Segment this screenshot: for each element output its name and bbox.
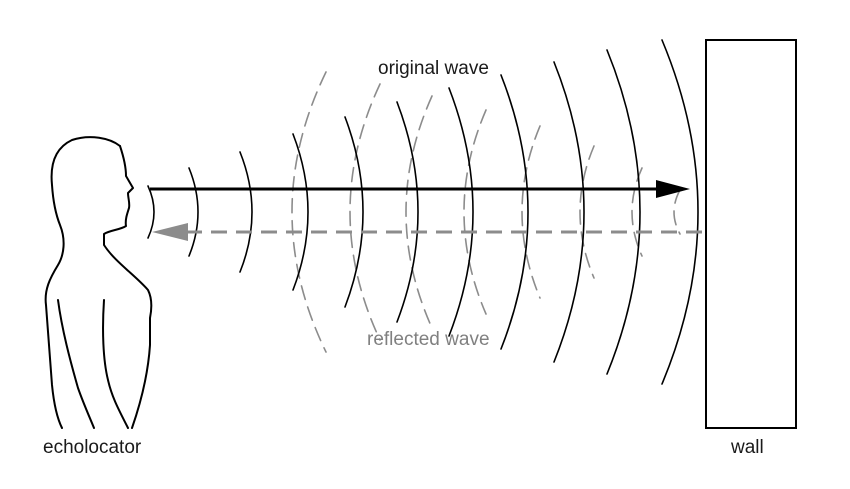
reflected-wavefront-4 xyxy=(521,125,541,299)
original-wavefront-4 xyxy=(292,133,309,291)
original-wavefront-3 xyxy=(239,151,253,273)
reflected-wavefront-1 xyxy=(673,189,681,235)
reflected-arrow xyxy=(152,223,702,241)
original-wave-label: original wave xyxy=(378,58,489,79)
reflected-wavefront-8 xyxy=(291,71,327,353)
original-wavefront-7 xyxy=(448,87,474,337)
original-arrow xyxy=(150,180,690,198)
reflected-wave-label: reflected wave xyxy=(367,329,490,350)
original-wavefront-1 xyxy=(147,185,155,239)
reflected-waves xyxy=(291,71,681,353)
reflected-wavefront-7 xyxy=(349,83,381,341)
original-wavefront-5 xyxy=(344,116,364,308)
reflected-wavefront-5 xyxy=(463,109,487,315)
wall-label: wall xyxy=(731,437,764,458)
original-waves xyxy=(147,39,699,385)
original-wavefront-9 xyxy=(553,61,585,363)
reflected-wavefront-6 xyxy=(405,95,433,329)
echolocator-label: echolocator xyxy=(43,437,142,458)
head-outline xyxy=(44,136,121,429)
face-outline xyxy=(103,145,153,429)
original-wavefront-10 xyxy=(606,49,641,375)
arm-line xyxy=(102,299,129,429)
reflected-wavefront-3 xyxy=(579,145,595,279)
original-wavefront-6 xyxy=(396,101,419,323)
original-wavefront-8 xyxy=(500,74,529,350)
original-arrowhead xyxy=(656,180,690,198)
echolocator-figure xyxy=(44,136,153,429)
back-line xyxy=(57,299,95,429)
reflected-arrowhead xyxy=(152,223,188,241)
original-wavefront-11 xyxy=(661,39,699,385)
wall-rect xyxy=(705,39,797,429)
original-wavefront-2 xyxy=(188,167,199,257)
